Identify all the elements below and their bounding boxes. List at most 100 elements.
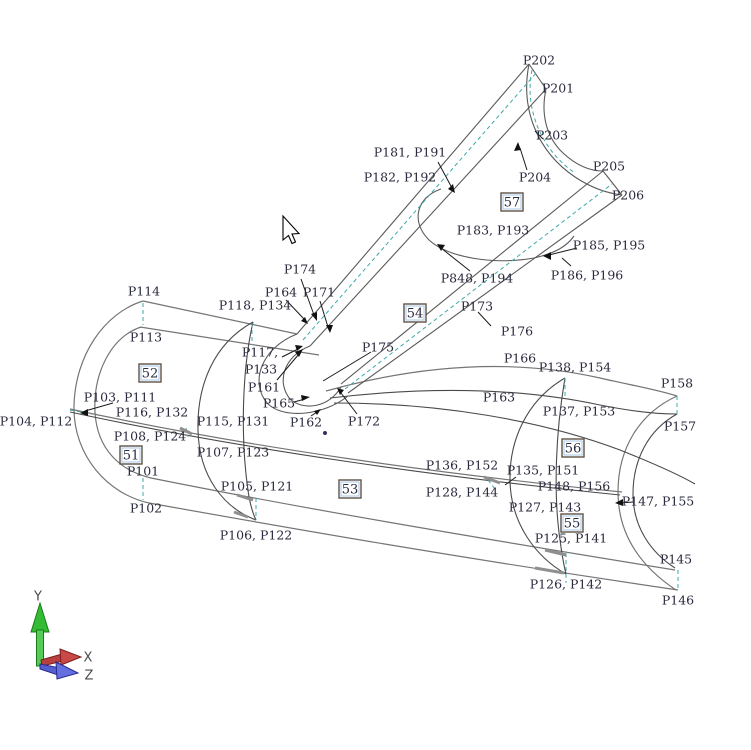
ring5-near-arc: [555, 377, 567, 575]
leader-p181: [437, 161, 453, 189]
ring2-near-arc: [242, 321, 257, 521]
region-box-55: 55: [560, 513, 584, 533]
leader-p204: [519, 147, 528, 171]
branch-end-corner-bottom: [602, 170, 623, 196]
arrowhead-p117: [295, 345, 303, 351]
region-box-label: 56: [565, 442, 582, 457]
tick-p125: [544, 548, 567, 557]
arrowhead-p147: [615, 499, 623, 506]
y-axis-arrowhead-icon: [30, 601, 50, 633]
region-box-inner-border: [563, 440, 583, 456]
arrowhead-p185: [543, 252, 551, 260]
region-box-label: 57: [504, 196, 521, 211]
region-box-outer-border: [138, 363, 162, 383]
point-label-p147-p155: P147, P155: [622, 494, 695, 509]
point-label-p136-p152: P136, P152: [426, 458, 499, 473]
branch-left-outer-edge: [296, 63, 530, 335]
point-label-p848-p194: P848, P194: [441, 271, 514, 286]
leader-p117: [281, 348, 299, 358]
point-label-p106-p122: P106, P122: [220, 528, 293, 543]
arrowhead-p164: [301, 317, 308, 324]
arrowhead-p172: [337, 388, 344, 395]
x-axis-arrowhead-icon: [59, 648, 83, 666]
junction-fan-line: [333, 402, 696, 485]
mouse-cursor-icon: [282, 214, 301, 245]
point-label-p205: P205: [593, 159, 625, 174]
point-label-p103-p111: P103, P111: [84, 390, 157, 405]
region-box-inner-border: [121, 447, 141, 463]
point-label-p138-p154: P138, P154: [539, 360, 612, 375]
point-label-p157: P157: [664, 419, 696, 434]
triad-labels: YXZ: [33, 590, 94, 684]
dash-branch-end: [529, 69, 576, 174]
leader-arrowheads: [80, 142, 623, 506]
seam-line-lower: [69, 411, 621, 496]
hidden-edges-dashed: [69, 69, 679, 588]
region-box-outer-border: [338, 479, 362, 499]
point-label-p135-p151: P135, P151: [507, 463, 580, 478]
point-label-p163: P163: [483, 390, 515, 405]
branch-end-corner-top: [528, 63, 547, 90]
region-box-inner-border: [502, 194, 522, 210]
leader-p135: [504, 476, 517, 486]
point-label-p162: P162: [290, 415, 322, 430]
tick-p136: [483, 475, 501, 485]
point-label-p174: P174: [284, 262, 316, 277]
point-label-p114: P114: [128, 284, 160, 299]
point-label-p115-p131: P115, P131: [197, 414, 270, 429]
region-box-56: 56: [561, 438, 585, 458]
point-label-p183-p193: P183, P193: [457, 223, 530, 238]
region-box-outer-border: [500, 192, 524, 212]
point-label-p148-p156: P148, P156: [538, 479, 611, 494]
bottom-edge-inner: [150, 477, 676, 571]
left-end-inner-arc: [94, 326, 152, 479]
right-end-inner-arc: [632, 413, 678, 569]
top-edge-inner-left: [139, 326, 320, 356]
point-label-p166: P166: [504, 351, 536, 366]
region-box-53: 53: [338, 479, 362, 499]
point-label-p104-p112: P104, P112: [0, 414, 72, 429]
ring2-far-arc: [197, 321, 257, 521]
dash-ring5-seam: [487, 479, 496, 490]
leader-p175: [322, 351, 372, 382]
leader-p164: [285, 299, 305, 320]
arrowhead-p848: [437, 244, 445, 251]
point-label-p117: P117,: [242, 345, 278, 360]
leader-lines: [84, 130, 634, 504]
point-label-p161: P161: [248, 380, 280, 395]
saddle-outer-arc: [258, 333, 349, 414]
point-label-p171: P171: [303, 285, 335, 300]
point-label-p158: P158: [661, 376, 693, 391]
point-label-p145: P145: [660, 552, 692, 567]
point-label-p108-p124: P108, P124: [114, 429, 187, 444]
point-label-p102: P102: [130, 501, 162, 516]
arrowhead-p103: [80, 409, 88, 416]
origin-dot: [323, 431, 327, 435]
point-label-p113: P113: [130, 330, 162, 345]
arrowhead-p161: [295, 349, 303, 357]
point-label-p107-p123: P107, P123: [197, 445, 270, 460]
point-label-p201: P201: [542, 81, 574, 96]
tick-p106: [233, 510, 249, 519]
branch-midring-ear: [417, 188, 442, 241]
seam-line-upper: [69, 408, 623, 493]
region-box-51: 51: [119, 445, 143, 465]
branch-left-inner-edge: [309, 88, 547, 347]
point-label-p204: P204: [519, 170, 551, 185]
region-box-label: 54: [407, 307, 424, 322]
region-box-outer-border: [119, 445, 143, 465]
z-axis-arrowhead-icon: [55, 661, 80, 680]
leader-p848: [440, 247, 471, 272]
region-box-outer-border: [403, 303, 427, 323]
point-label-p206: P206: [612, 188, 644, 203]
saddle-inner-arc: [282, 345, 342, 407]
dash-branch-left: [302, 71, 538, 341]
point-label-p133: P133: [245, 362, 277, 377]
dash-branch-right: [344, 183, 613, 390]
arrowhead-p204: [514, 142, 521, 151]
top-edge-outer-left: [142, 300, 298, 335]
